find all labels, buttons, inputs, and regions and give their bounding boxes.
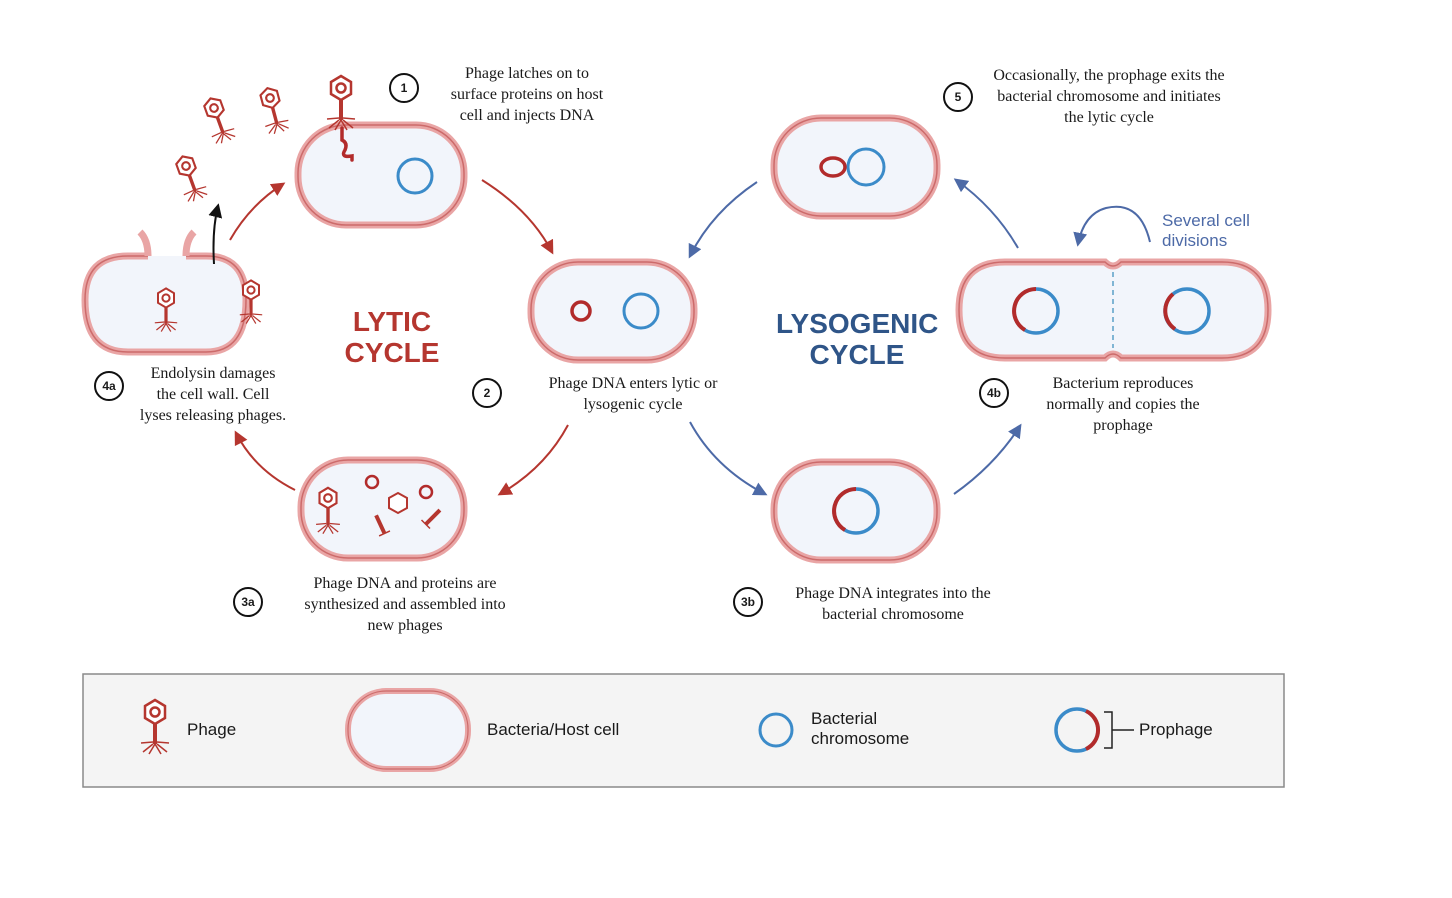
arrow-icon (208, 203, 223, 265)
chromosome-icon (758, 712, 794, 748)
step-1-badge: 1 (389, 73, 419, 103)
prophage-icon (1012, 287, 1037, 332)
cell-5-excision (770, 114, 941, 220)
bacterial-cell-icon (345, 688, 471, 772)
chromosome-icon (846, 147, 886, 187)
step-4a-badge: 4a (94, 371, 124, 401)
lysogenic-cycle-title: LYSOGENIC CYCLE (776, 308, 939, 370)
prophage-icon (1163, 292, 1177, 331)
step-4b-badge: 4b (979, 378, 1009, 408)
step-1-caption: Phage latches on to surface proteins on … (450, 65, 604, 124)
prophage-icon (1085, 709, 1100, 751)
step-4a-caption: Endolysin damages the cell wall. Cell ly… (139, 365, 287, 424)
step-5-caption: Occasionally, the prophage exits the bac… (993, 67, 1225, 126)
chromosome-icon (396, 157, 434, 195)
lysogenic-arrows (688, 178, 1022, 496)
phage-dna-icon (570, 300, 592, 322)
legend-host-cell-label: Bacteria/Host cell (487, 720, 620, 739)
step-3a-caption: Phage DNA and proteins are synthesized a… (304, 575, 506, 634)
phage-dna-icon (819, 156, 847, 178)
cell-1-attachment (294, 74, 468, 229)
cell-4a-lysis (81, 84, 292, 356)
phage-dna-icon (340, 126, 354, 162)
lytic-cycle-title: LYTIC CYCLE (344, 306, 440, 368)
step-4b-caption: Bacterium reproduces normally and copies… (1046, 375, 1200, 434)
arrow-icon (1073, 205, 1151, 247)
legend-box (82, 673, 1285, 788)
prophage-icon (832, 487, 857, 532)
step-3b-badge: 3b (733, 587, 763, 617)
cell-3b-integration (770, 458, 941, 564)
step-5-badge: 5 (943, 82, 973, 112)
chromosome-icon (622, 292, 660, 330)
step-2-caption: Phage DNA enters lytic or lysogenic cycl… (548, 375, 718, 413)
step-2-badge: 2 (472, 378, 502, 408)
legend-chromosome-label: Bacterial chromosome (811, 709, 910, 748)
phage-icon (254, 84, 292, 137)
legend-phage-label: Phage (187, 720, 237, 739)
step-3b-caption: Phage DNA integrates into the bacterial … (795, 585, 991, 623)
lytic-arrows (229, 179, 569, 496)
cell-3a-synthesis (297, 456, 468, 562)
legend-prophage-label: Prophage (1139, 720, 1213, 739)
cell-divisions-note: Several cell divisions (1162, 211, 1250, 250)
cell-4b-division (955, 205, 1272, 362)
phage-icon (198, 93, 239, 147)
step-3a-badge: 3a (233, 587, 263, 617)
cell-2-decision (527, 258, 698, 364)
phage-icon (170, 151, 211, 205)
